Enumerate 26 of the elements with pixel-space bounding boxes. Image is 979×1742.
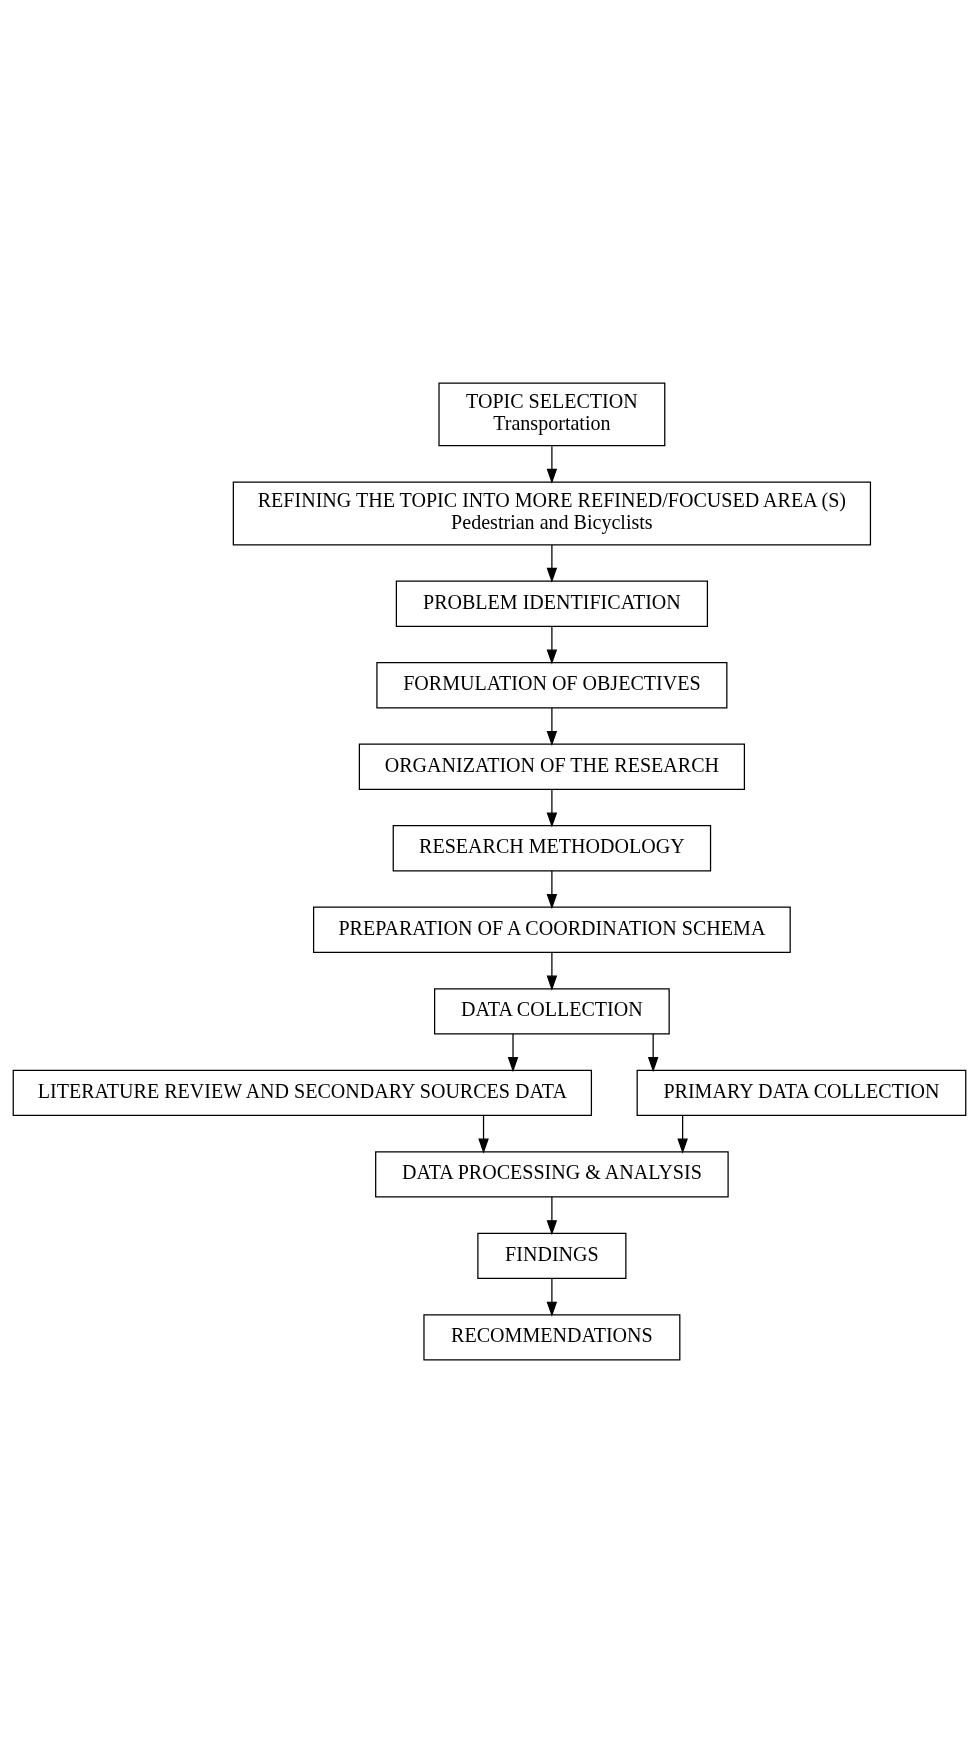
arrow bbox=[507, 1032, 519, 1072]
node-box: LITERATURE REVIEW AND SECONDARY SOURCES DATA bbox=[12, 1069, 593, 1116]
node-box: PREPARATION OF A COORDINATION SCHEMA bbox=[313, 906, 791, 953]
arrow bbox=[478, 1114, 489, 1154]
arrow bbox=[647, 1032, 659, 1072]
node-box: FINDINGS bbox=[477, 1232, 627, 1279]
arrow bbox=[546, 625, 558, 665]
node-box: TOPIC SELECTION Transportation bbox=[438, 381, 666, 446]
arrow bbox=[677, 1114, 688, 1154]
node-box: DATA PROCESSING & ANALYSIS bbox=[375, 1150, 729, 1198]
arrow bbox=[546, 706, 558, 746]
node-box: PROBLEM IDENTIFICATION bbox=[395, 580, 709, 627]
node-box: RECOMMENDATIONS bbox=[423, 1313, 681, 1361]
arrow bbox=[546, 1277, 558, 1317]
arrow bbox=[546, 543, 558, 583]
node-box: ORGANIZATION OF THE RESEARCH bbox=[358, 743, 746, 790]
node-box: PRIMARY DATA COLLECTION bbox=[636, 1069, 967, 1116]
arrow bbox=[546, 788, 558, 828]
arrow bbox=[546, 869, 558, 909]
arrow bbox=[546, 951, 558, 991]
arrow bbox=[546, 1195, 558, 1235]
node-box: FORMULATION OF OBJECTIVES bbox=[376, 661, 728, 708]
node-box: REFINING THE TOPIC INTO MORE REFINED/FOCUSED AREA (S) Pedestrian and Bicyclists bbox=[232, 480, 872, 545]
arrow bbox=[546, 445, 558, 484]
node-box: RESEARCH METHODOLOGY bbox=[392, 824, 712, 871]
node-box: DATA COLLECTION bbox=[434, 987, 670, 1035]
